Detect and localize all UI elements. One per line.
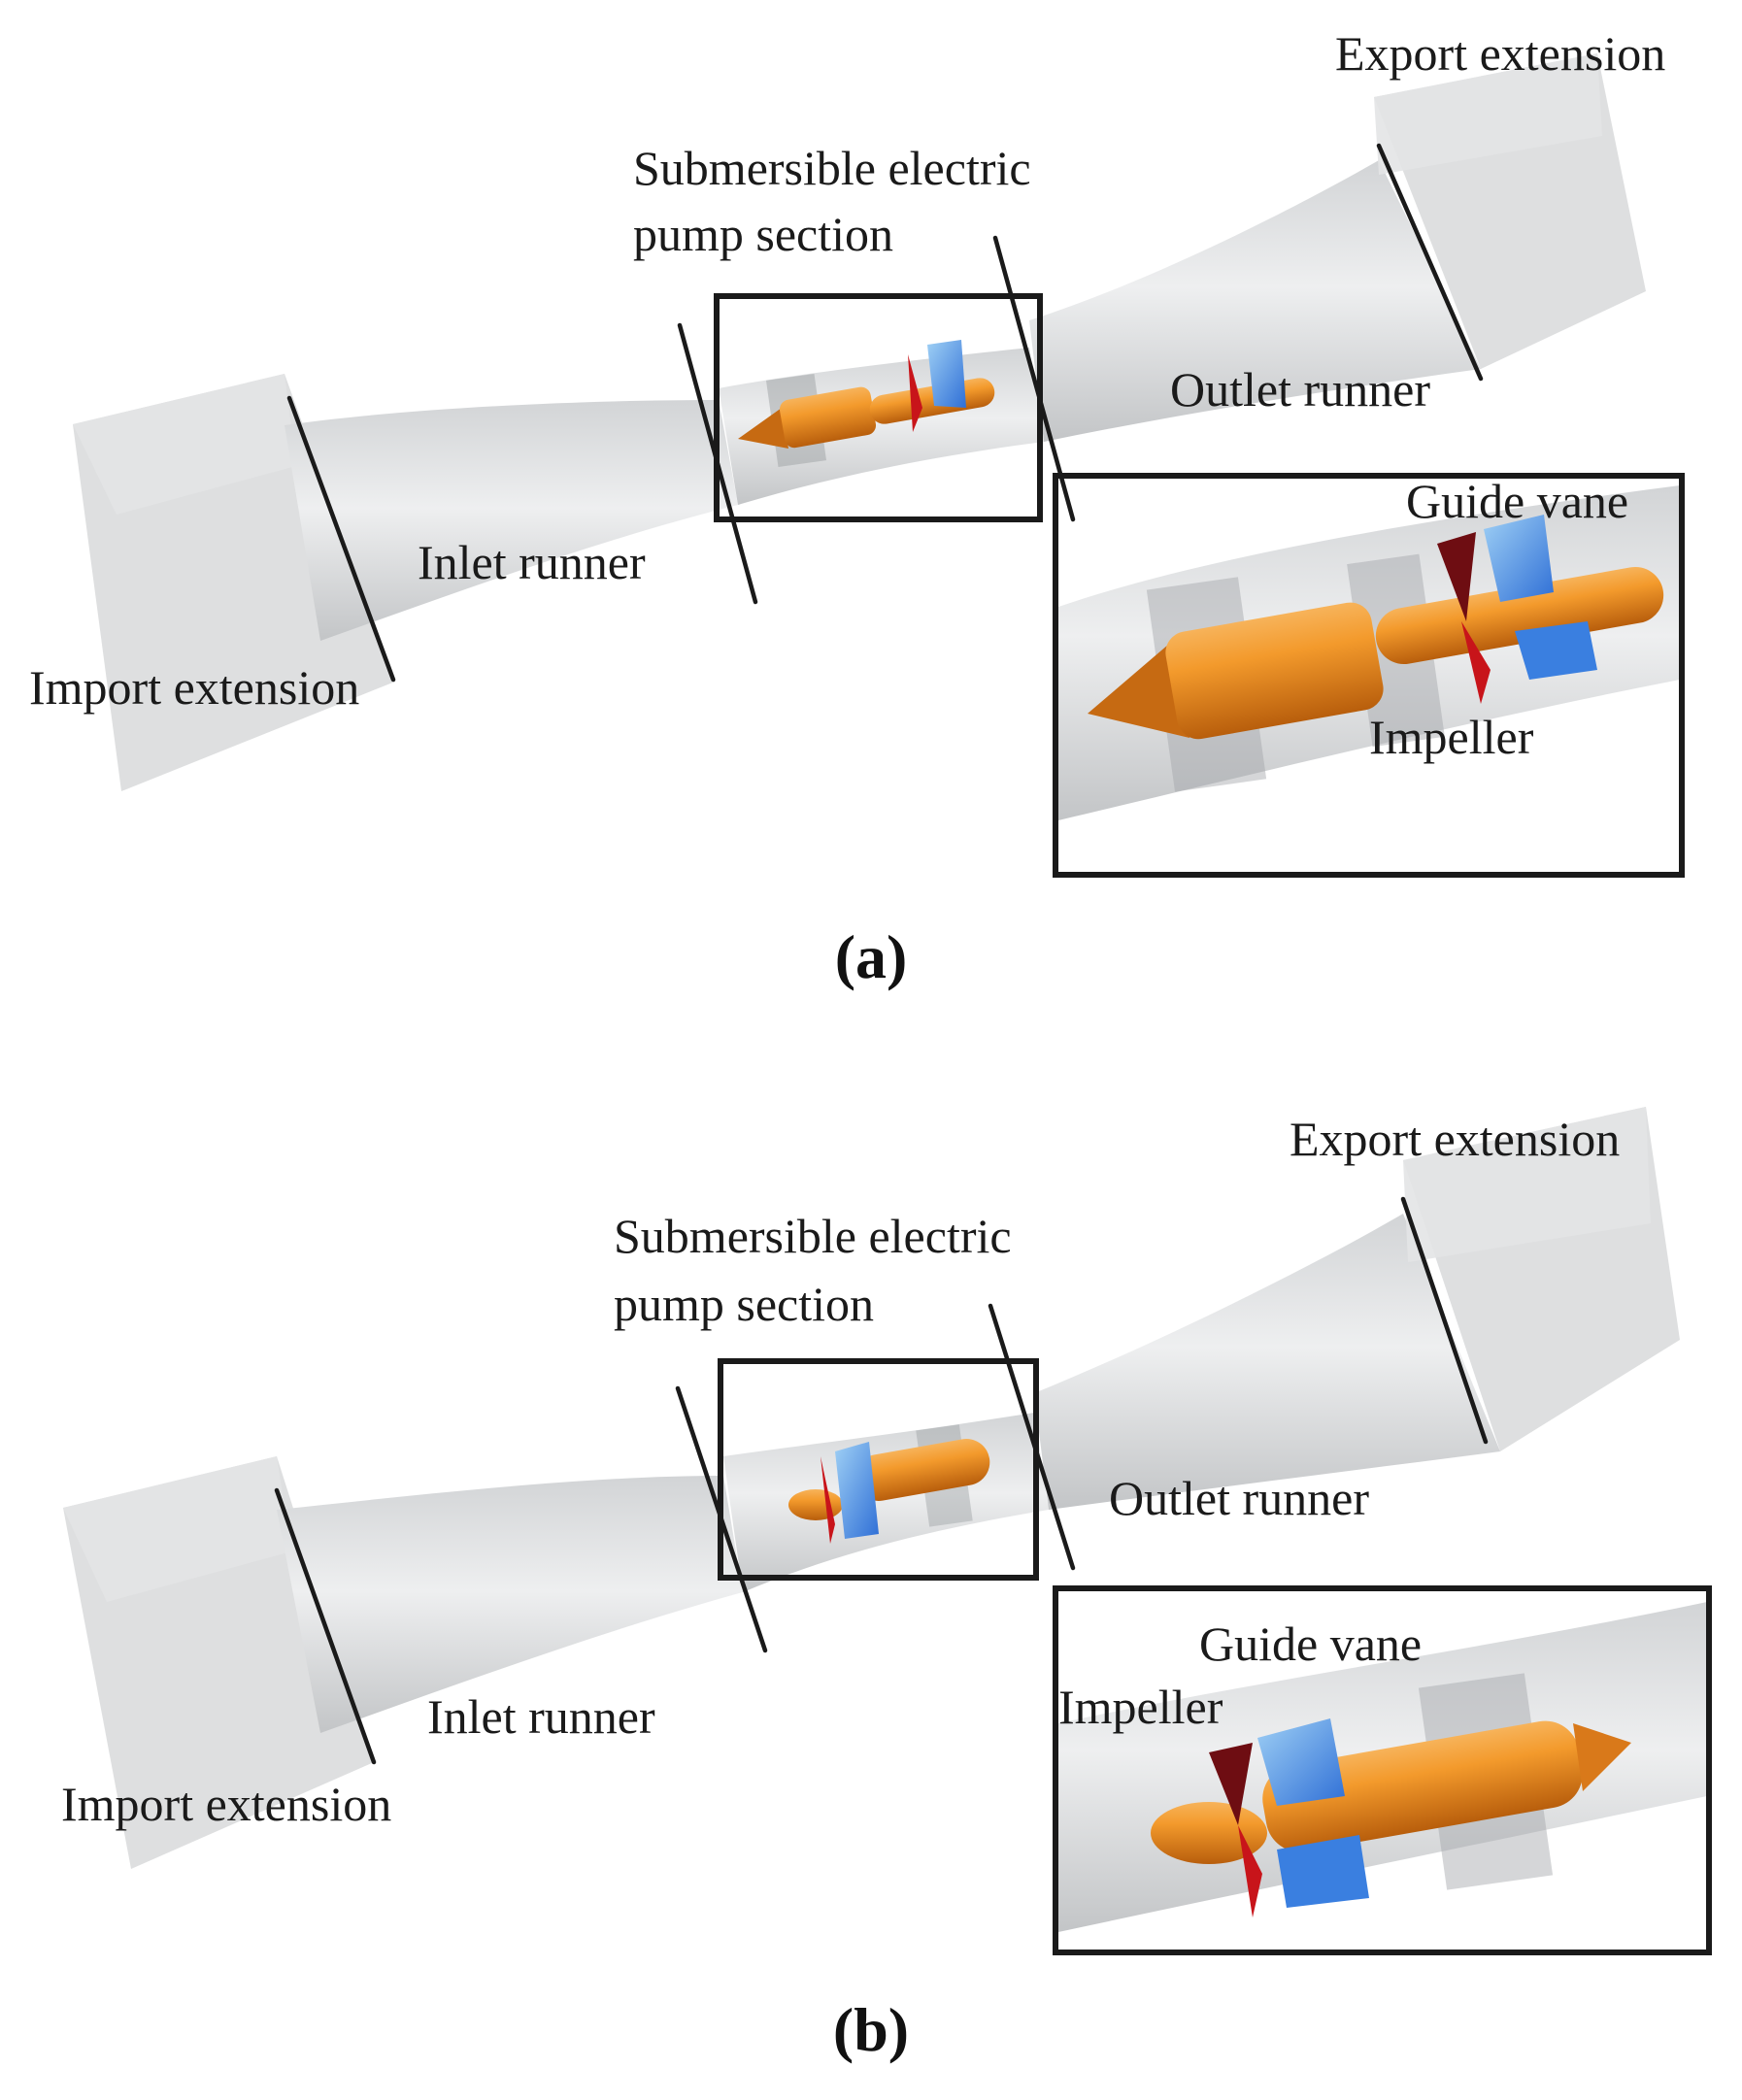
guide-vane-blade — [927, 340, 966, 408]
caption-b: (b) — [833, 1995, 909, 2064]
inset-motor-cone — [1573, 1723, 1631, 1791]
inset-guide-vane-bottom — [1277, 1835, 1369, 1908]
leader-import-extension — [274, 1487, 377, 1765]
inset-motor-body — [1262, 1720, 1583, 1852]
outlet-runner-body — [1034, 1214, 1500, 1510]
inset-motor-shaft — [1375, 566, 1664, 665]
leader-inlet-runner — [677, 322, 758, 605]
label-import-extension: Import extension — [61, 1777, 391, 1831]
label-inlet-runner: Inlet runner — [427, 1689, 655, 1744]
label-submersible-line1: Submersible electric — [614, 1209, 1012, 1263]
pump-small-a — [738, 340, 995, 468]
inlet-runner-body — [277, 1476, 743, 1733]
label-submersible-line2: pump section — [633, 207, 893, 261]
inlet-runner-body — [285, 400, 738, 641]
inset-impeller-dark — [1209, 1743, 1253, 1825]
inset-motor-body — [1165, 602, 1384, 740]
label-impeller: Impeller — [1369, 710, 1534, 764]
figure-a: Export extension Submersible electric pu… — [29, 26, 1685, 991]
zoom-inset-frame — [1053, 1585, 1712, 1955]
leader-import-extension — [286, 395, 396, 683]
zoom-inset-b — [1055, 1588, 1709, 1952]
zoom-inset-a — [1055, 476, 1682, 875]
export-extension-box-top — [1374, 53, 1602, 175]
label-impeller: Impeller — [1058, 1680, 1223, 1734]
impeller-blade — [908, 354, 922, 432]
leader-pump-section — [988, 1303, 1076, 1571]
leader-export-extension — [1376, 143, 1484, 382]
export-extension-box-top — [1403, 1107, 1651, 1262]
label-guide-vane: Guide vane — [1199, 1617, 1422, 1671]
label-import-extension: Import extension — [29, 660, 359, 715]
leader-pump-section — [992, 235, 1076, 522]
pump-section-tube — [723, 1413, 1049, 1592]
label-submersible-line2: pump section — [614, 1277, 874, 1331]
label-inlet-runner: Inlet runner — [418, 535, 646, 589]
caption-a: (a) — [835, 922, 908, 991]
label-outlet-runner: Outlet runner — [1109, 1471, 1369, 1525]
motor-body — [854, 1439, 990, 1501]
leader-inlet-runner — [675, 1385, 768, 1653]
inset-guide-vane-bottom — [1515, 621, 1597, 680]
figure-b: Export extension Submersible electric pu… — [61, 1107, 1712, 2064]
impeller-blade — [821, 1456, 835, 1544]
label-outlet-runner: Outlet runner — [1170, 362, 1430, 417]
motor-cone — [738, 408, 788, 449]
leader-export-extension — [1400, 1196, 1489, 1445]
inset-guide-vane-top — [1257, 1718, 1345, 1806]
motor-nose — [788, 1489, 843, 1520]
motor-body — [779, 386, 877, 449]
pump-small-b — [788, 1424, 990, 1544]
inset-guide-vane-top — [1484, 515, 1554, 602]
inset-motor-cone — [1088, 639, 1189, 738]
label-export-extension: Export extension — [1335, 26, 1665, 81]
import-extension-box-top — [63, 1456, 291, 1602]
label-export-extension: Export extension — [1290, 1112, 1620, 1166]
inset-impeller-red — [1461, 621, 1491, 704]
outlet-runner-body — [1029, 160, 1481, 442]
zoom-inset-frame — [1053, 473, 1685, 878]
import-extension-box-top — [73, 374, 296, 515]
pump-section-frame — [718, 1358, 1039, 1581]
guide-vane-blade — [835, 1442, 879, 1539]
label-submersible-line1: Submersible electric — [633, 141, 1031, 195]
inset-impeller-dark — [1437, 532, 1476, 621]
label-guide-vane: Guide vane — [1406, 474, 1628, 528]
inset-impeller-red — [1238, 1825, 1262, 1917]
